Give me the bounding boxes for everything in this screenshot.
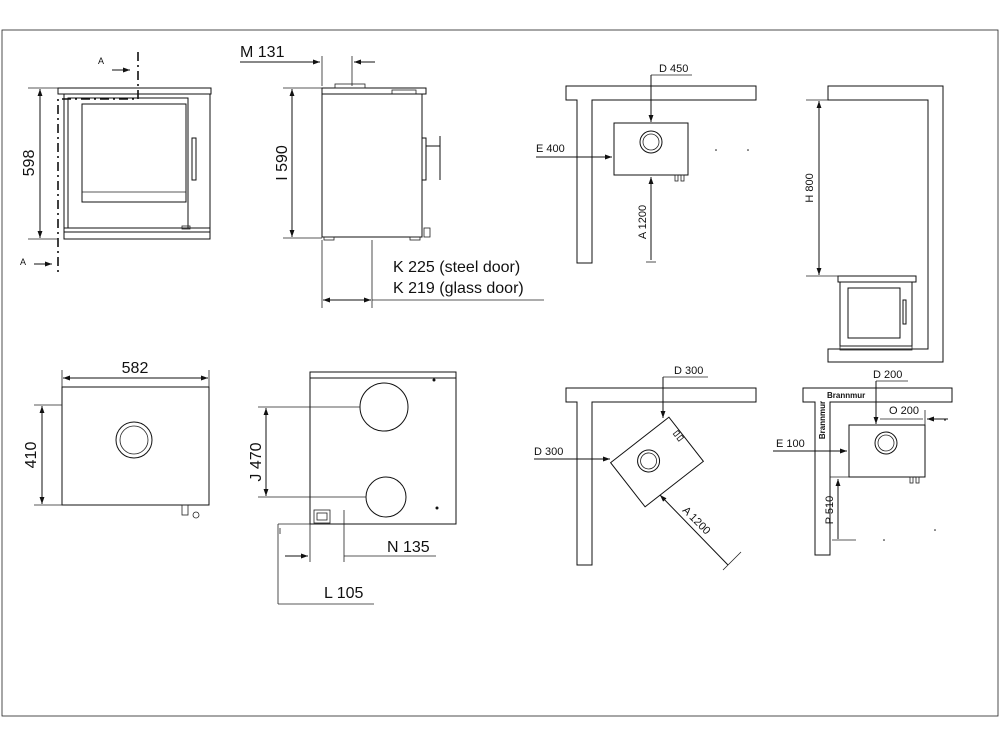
l-label: L 105: [324, 585, 364, 602]
wall-corner-2: [565, 387, 757, 566]
depth-label: 410: [23, 442, 40, 469]
height-label: 598: [21, 150, 38, 177]
d300-left-label: D 300: [534, 446, 563, 458]
d200-label: D 200: [873, 369, 902, 381]
wall-elevation: [827, 85, 944, 363]
rear-flue-outlet-upper: [359, 382, 409, 432]
d300-top-label: D 300: [674, 365, 703, 377]
m-label: M 131: [240, 44, 285, 61]
side-view: [321, 83, 441, 241]
top-body: [61, 386, 210, 506]
n-dimension: [285, 510, 436, 562]
width-label: 582: [122, 360, 149, 377]
front-view: [57, 87, 212, 240]
brannmur-horizontal-label: Brannmur: [827, 391, 865, 400]
clearance-side-elevation: [806, 85, 944, 363]
j-dimension: [258, 406, 366, 498]
e100-label: E 100: [776, 438, 805, 450]
stove-plan-2: [609, 416, 705, 508]
width-dimension: [61, 370, 210, 387]
rear-top-plate: [309, 371, 457, 379]
section-line-a: [34, 52, 139, 272]
i-dimension: [283, 87, 322, 239]
k-steel-label: K 225 (steel door): [393, 259, 520, 276]
n-label: N 135: [387, 539, 430, 556]
stove-plan-2-flue: [637, 449, 661, 473]
clearance-rear-plan: [536, 74, 757, 264]
front-base: [63, 231, 211, 240]
l-dimension: [277, 523, 374, 605]
side-body: [321, 93, 423, 238]
stove-plan-3-flue: [874, 431, 898, 455]
clearance-firewall-plan: [773, 380, 953, 556]
air-intake-icon: [313, 509, 331, 524]
front-door: [67, 97, 189, 229]
door-handle-icon: [191, 137, 197, 181]
top-view: [61, 386, 210, 519]
d450-label: D 450: [659, 63, 688, 75]
k-dimension: [321, 240, 544, 308]
stove-elevation: [839, 281, 913, 347]
rear-flue-outlet-lower: [365, 476, 407, 518]
p510-label: P 510: [824, 496, 836, 525]
j-label: J 470: [248, 442, 265, 481]
door-glass: [81, 103, 187, 203]
side-top-plate: [321, 87, 427, 95]
depth-dimension: [34, 404, 62, 506]
e400-label: E 400: [536, 143, 565, 155]
firewall: [802, 387, 953, 556]
o200-label: O 200: [889, 405, 919, 417]
section-marker-bottom: A: [20, 257, 26, 267]
wall-corner-1: [565, 85, 757, 264]
brannmur-vertical-label: Brannmur: [818, 401, 827, 439]
rear-view: [309, 371, 457, 525]
side-handle-icon: [421, 137, 427, 181]
flue-collar-top: [115, 421, 153, 459]
height-dimension: [28, 87, 58, 240]
i-label: I 590: [274, 145, 291, 181]
drawing-frame: [1, 29, 999, 717]
section-marker-top: A: [98, 56, 104, 66]
a1200-vertical-label: A 1200: [637, 205, 649, 239]
k-glass-label: K 219 (glass door): [393, 280, 524, 297]
h800-label: H 800: [804, 173, 816, 202]
rear-body: [309, 377, 457, 525]
stove-plan-1-flue: [639, 130, 663, 154]
clearance-corner-plan: [534, 376, 757, 571]
stove-plan-1: [613, 122, 689, 176]
m-dimension: [240, 56, 375, 86]
front-top-plate: [57, 87, 212, 95]
stove-plan-3: [848, 424, 926, 478]
